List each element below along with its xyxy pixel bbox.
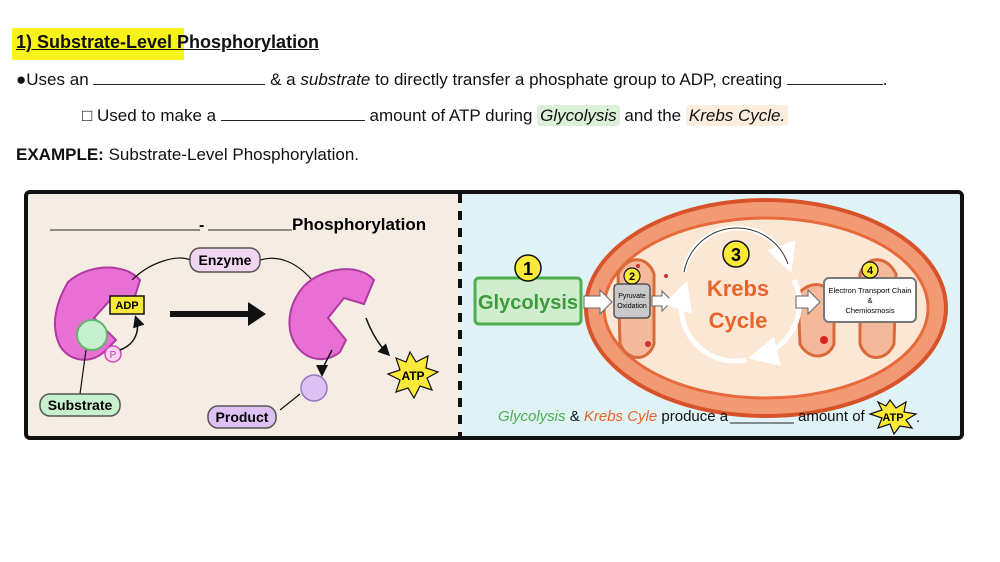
bullet2-krebs-text: Krebs Cycle (688, 106, 781, 125)
bullet1-substrate-word: substrate (300, 70, 371, 89)
phosphate-circle (104, 345, 122, 363)
bullet2-prefix: Used to make a (97, 106, 217, 125)
title-dash: - (199, 217, 204, 234)
fill-blank[interactable] (786, 70, 883, 85)
bullet2-mid: amount of ATP during (369, 106, 533, 125)
step-3-number: 3 (731, 245, 741, 265)
adp-label: ADP (115, 300, 138, 312)
krebs-label-1: Krebs (707, 276, 769, 301)
bullet2-krebs: Krebs Cycle. (685, 105, 789, 126)
example-label: EXAMPLE: (16, 145, 104, 164)
reaction-arrow-head (248, 302, 266, 326)
arrow-to-etc (795, 288, 821, 316)
krebs-cycle-outline (683, 227, 789, 273)
step-2-badge (623, 267, 641, 285)
matrix-dot (664, 274, 668, 278)
bottom-produce: produce a (661, 408, 728, 425)
bullet-marker: ● (16, 70, 27, 89)
bottom-glycolysis: Glycolysis (498, 408, 566, 425)
section-heading: 1) Substrate-Level Phosphorylation (12, 28, 323, 60)
substrate-molecule (76, 319, 108, 351)
atp-burst-left (386, 350, 440, 400)
sub-bullet-marker: □ (82, 106, 93, 125)
pyruvate-line2: Oxidation (617, 303, 647, 310)
substrate-connector (79, 349, 87, 395)
phosphate-arrow (119, 315, 145, 351)
product-label: Product (216, 409, 269, 425)
matrix-dot (645, 341, 651, 347)
pyruvate-line1: Pyruvate (618, 293, 646, 300)
step-4-number: 4 (867, 265, 874, 277)
bullet2-and: and the (624, 106, 682, 125)
step-1-number: 1 (523, 259, 533, 279)
atp-label-right: ATP (882, 412, 903, 424)
adp-box (109, 295, 145, 315)
matrix-dot (820, 336, 828, 344)
bottom-sentence: Glycolysis & Krebs Cyle produce a (498, 408, 729, 425)
title-phosphorylation: Phosphorylation (292, 215, 426, 234)
heading-title: 1) Substrate-Level Phosphorylation (16, 32, 320, 52)
krebs-label-2: Cycle (709, 308, 768, 333)
matrix-dot (636, 264, 640, 268)
step-4-badge (861, 261, 879, 279)
etc-line3: Chemiosmosis (845, 306, 894, 315)
product-connector (279, 393, 301, 411)
bullet1-prefix: Uses an (26, 70, 89, 89)
bottom-period: . (916, 409, 920, 426)
bullet1-mid1: & a (270, 70, 296, 89)
krebs-cycle-arrow (748, 278, 802, 366)
diagram-svg: - Phosphorylation ADP P Substrate Enzyme (39, 194, 960, 436)
substrate-label: Substrate (48, 397, 113, 413)
enzyme-label: Enzyme (199, 252, 252, 268)
heading-highlight (12, 28, 184, 60)
product-arrow (316, 349, 333, 377)
etc-line2: & (867, 296, 872, 305)
diagram-panel: - Phosphorylation ADP P Substrate Enzyme (24, 190, 964, 440)
bullet-line-1: ●Uses an & a substrate to directly trans… (16, 70, 888, 90)
enzyme-tag (189, 247, 261, 273)
krebs-cycle-arrow (663, 280, 747, 364)
enzyme-connector-left (131, 257, 191, 281)
phosphate-label: P (110, 350, 117, 361)
step-3-badge (722, 240, 750, 268)
product-tag (207, 405, 277, 429)
enzyme-shape-right (288, 268, 376, 360)
atp-burst-right (868, 398, 918, 436)
step-1-badge (514, 254, 542, 282)
atp-arrow (365, 317, 391, 357)
atp-label-left: ATP (401, 369, 424, 383)
bullet2-suffix: . (780, 106, 786, 125)
example-text: Substrate-Level Phosphorylation. (108, 145, 360, 164)
bullet2-glycolysis: Glycolysis (537, 105, 620, 126)
fill-blank[interactable] (93, 70, 266, 85)
bullet1-suffix: . (882, 70, 888, 89)
arrow-to-pyruvate (583, 288, 613, 316)
product-molecule (300, 374, 328, 402)
etc-line1: Electron Transport Chain (829, 286, 912, 295)
example-line: EXAMPLE: Substrate-Level Phosphorylation… (16, 145, 359, 165)
step-2-number: 2 (629, 271, 635, 283)
substrate-tag (39, 393, 121, 417)
fill-blank[interactable] (220, 106, 365, 121)
glycolysis-label: Glycolysis (478, 292, 578, 314)
pyruvate-oxidation-box (613, 283, 651, 319)
enzyme-connector-right (259, 257, 313, 281)
bottom-amount: amount of (798, 408, 866, 425)
bottom-krebs: Krebs Cyle (584, 408, 657, 425)
bottom-amp: & (570, 408, 580, 425)
bullet1-mid2: to directly transfer a phosphate group t… (375, 70, 783, 89)
bullet-line-2: □ Used to make a amount of ATP during Gl… (82, 105, 789, 126)
